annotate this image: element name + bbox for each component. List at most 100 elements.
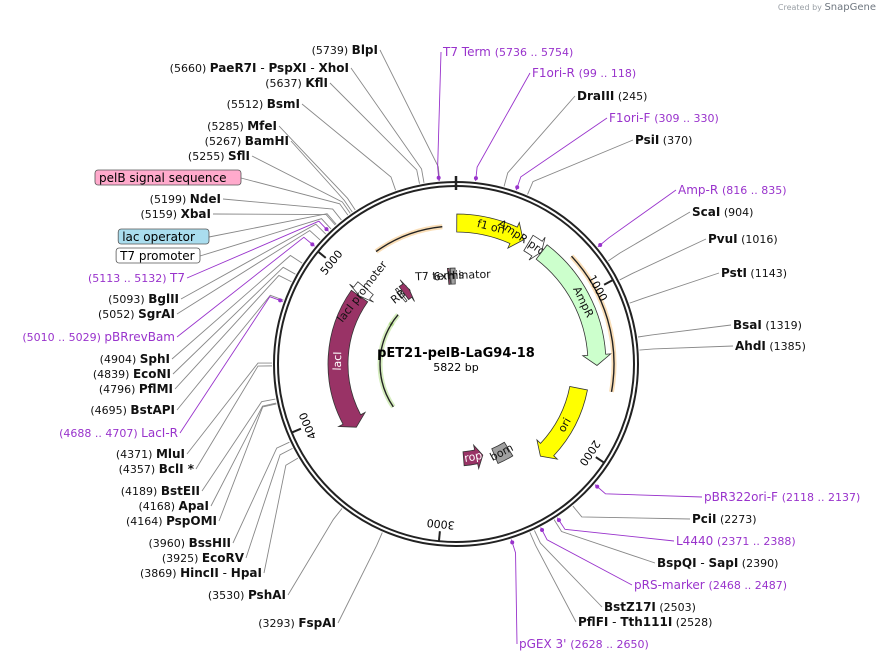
primer-label: T7 Term (5736 .. 5754) <box>442 45 573 59</box>
callout-amp-r[interactable]: Amp-R (816 .. 835) <box>678 183 787 197</box>
leader-line <box>208 213 337 238</box>
plasmid-name: pET21-pelB-LaG94-18 <box>377 346 535 361</box>
orf-arc <box>379 322 394 408</box>
callout-pvui[interactable]: PvuI (1016) <box>708 232 778 246</box>
site-label: (4168) ApaI <box>138 499 209 513</box>
feature-t7-terminator[interactable] <box>449 267 456 285</box>
callout-pelb-signal-sequence[interactable]: pelB signal sequence <box>94 169 242 186</box>
feature-rop[interactable] <box>462 443 484 471</box>
callout-mfei[interactable]: (5285) MfeI <box>207 119 277 133</box>
callout-bamhi[interactable]: (5267) BamHI <box>205 134 289 148</box>
callout-psii[interactable]: PsiI (370) <box>635 133 692 147</box>
leader-line <box>527 139 634 195</box>
callout-pspomi[interactable]: (4164) PspOMI <box>126 514 217 528</box>
callout-pbr322ori-f[interactable]: pBR322ori-F (2118 .. 2137) <box>704 490 860 504</box>
callout-pshai[interactable]: (3530) PshAI <box>208 588 286 602</box>
callout-bspqi[interactable]: BspQI - SapI (2390) <box>657 556 778 570</box>
site-label: BstZ17I (2503) <box>604 600 696 614</box>
callout-hincii[interactable]: (3869) HincII - HpaI <box>140 566 262 580</box>
feature-box <box>94 169 242 186</box>
callout-bstz17i[interactable]: BstZ17I (2503) <box>604 600 696 614</box>
feature-6xhis[interactable] <box>446 267 451 285</box>
callout-xbai[interactable]: (5159) XbaI <box>141 207 211 221</box>
callout-paer7i[interactable]: (5660) PaeR7I - PspXI - XhoI <box>170 61 349 75</box>
callout-pflfi[interactable]: PflFI - Tth111I (2528) <box>578 615 712 629</box>
callout-pbrrevbam[interactable]: (5010 .. 5029) pBRrevBam <box>22 330 175 344</box>
callout-prs-marker[interactable]: pRS-marker (2468 .. 2487) <box>634 578 787 592</box>
leader-line <box>210 402 277 507</box>
callout-sphi[interactable]: (4904) SphI <box>100 352 170 366</box>
callout-kfli[interactable]: (5637) KflI <box>265 76 328 90</box>
callout-bglii[interactable]: (5093) BglII <box>108 292 179 306</box>
feature-pelb[interactable] <box>398 279 415 302</box>
callout-psti[interactable]: PstI (1143) <box>721 266 787 280</box>
site-label: PflFI - Tth111I (2528) <box>578 615 712 629</box>
callout-l4440[interactable]: L4440 (2371 .. 2388) <box>676 534 796 548</box>
site-label: (3530) PshAI <box>208 588 286 602</box>
feature-rbs[interactable] <box>394 287 408 303</box>
callout-pflmi[interactable]: (4796) PflMI <box>99 382 173 396</box>
callout-ahdi[interactable]: AhdI (1385) <box>735 339 806 353</box>
callout-econi[interactable]: (4839) EcoNI <box>93 367 171 381</box>
leader-line <box>218 403 277 522</box>
callout-bcli-[interactable]: (4357) BclI * <box>119 462 195 476</box>
callout-bsshii[interactable]: (3960) BssHII <box>149 536 231 550</box>
callout-sfli[interactable]: (5255) SflI <box>188 149 250 163</box>
orf-arc-glow <box>374 224 443 254</box>
callout-blpi[interactable]: (5739) BlpI <box>312 43 378 57</box>
site-label: PvuI (1016) <box>708 232 778 246</box>
tick-mark <box>595 456 605 464</box>
callout-ecorv[interactable]: (3925) EcoRV <box>162 551 245 565</box>
callout-f1ori-f[interactable]: F1ori-F (309 .. 330) <box>609 111 719 125</box>
site-label: (5660) PaeR7I - PspXI - XhoI <box>170 61 349 75</box>
feature-bom[interactable] <box>491 441 514 465</box>
site-label: (5255) SflI <box>188 149 250 163</box>
callout-lac-operator[interactable]: lac operator <box>117 228 210 245</box>
callout-bsai[interactable]: BsaI (1319) <box>733 318 802 332</box>
leader-line <box>176 229 321 315</box>
primer-site-mark <box>278 298 283 303</box>
feature-ampr-promoter[interactable] <box>523 234 546 261</box>
callout-laci-r[interactable]: (4688 .. 4707) LacI-R <box>59 426 178 440</box>
feature-f1-ori[interactable] <box>456 213 524 249</box>
site-label: PsiI (370) <box>635 133 692 147</box>
primer-label: pGEX 3' (2628 .. 2650) <box>519 637 649 651</box>
leader-line <box>199 218 332 257</box>
callout-pgex-3-[interactable]: pGEX 3' (2628 .. 2650) <box>519 637 649 651</box>
site-label: DraIII (245) <box>577 89 647 103</box>
callout-mlui[interactable]: (4371) MluI <box>116 447 185 461</box>
primer-site-mark <box>436 175 441 180</box>
callout-pcii[interactable]: PciI (2273) <box>692 512 757 526</box>
feature-laci[interactable] <box>327 289 369 428</box>
callout-scai[interactable]: ScaI (904) <box>692 205 753 219</box>
callout-f1ori-r[interactable]: F1ori-R (99 .. 118) <box>532 66 636 80</box>
callout-ndei[interactable]: (5199) NdeI <box>150 192 221 206</box>
leader-line <box>278 125 356 211</box>
callout-apai[interactable]: (4168) ApaI <box>138 499 209 513</box>
leader-line <box>186 362 273 455</box>
site-label: (5199) NdeI <box>150 192 221 206</box>
site-label: PstI (1143) <box>721 266 787 280</box>
callout-bsmi[interactable]: (5512) BsmI <box>227 97 300 111</box>
callout-fspai[interactable]: (3293) FspAI <box>258 616 336 630</box>
leader-line <box>639 345 734 351</box>
feature-ampr[interactable] <box>535 244 612 366</box>
callout-t7-promoter[interactable]: T7 promoter <box>115 247 201 264</box>
leader-line <box>222 198 342 221</box>
callout-bstapi[interactable]: (4695) BstAPI <box>90 403 175 417</box>
feature-laci-promoter[interactable] <box>349 281 374 303</box>
callout-bsteii[interactable]: (4189) BstEII <box>121 484 200 498</box>
feature-ori[interactable] <box>536 385 588 460</box>
leader-line <box>287 508 343 596</box>
feature-box-label: lac operator <box>122 230 195 244</box>
site-label: ScaI (904) <box>692 205 753 219</box>
site-label: (4164) PspOMI <box>126 514 217 528</box>
callout-t7[interactable]: (5113 .. 5132) T7 <box>88 271 185 285</box>
primer-site-mark <box>598 242 603 247</box>
callout-draiii[interactable]: DraIII (245) <box>577 89 647 103</box>
leader-line <box>176 294 284 411</box>
callout-t7-term[interactable]: T7 Term (5736 .. 5754) <box>442 45 573 59</box>
callout-sgrai[interactable]: (5052) SgrAI <box>98 307 175 321</box>
